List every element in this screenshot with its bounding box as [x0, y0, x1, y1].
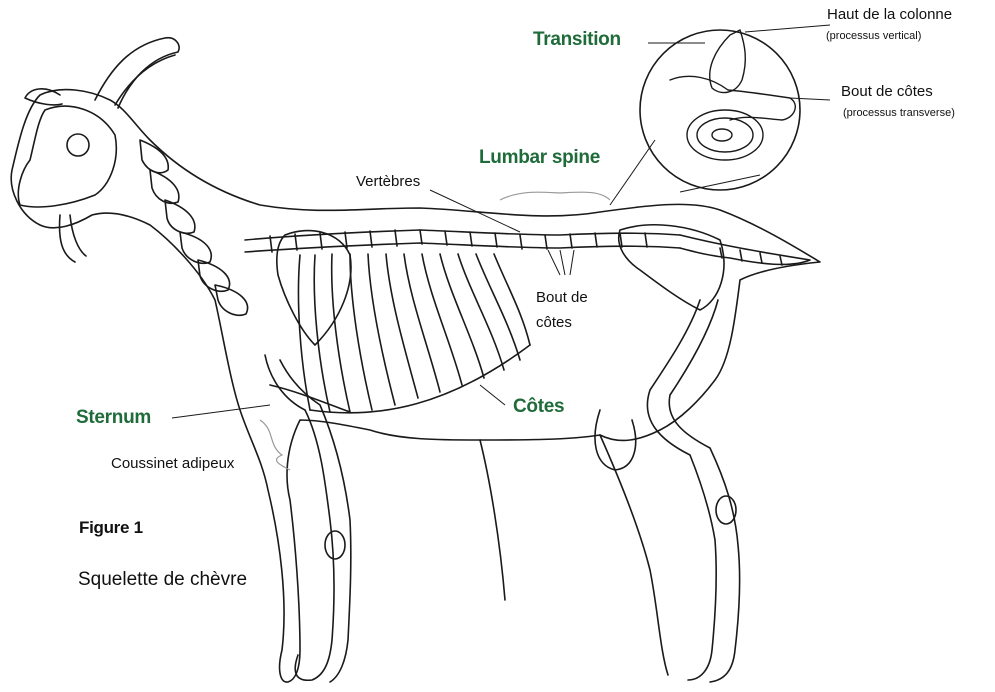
skull — [18, 106, 116, 207]
figure-number: Figure 1 — [79, 518, 143, 538]
label-bout-cotes-mid-1: Bout de — [536, 289, 588, 306]
label-processus-transverse: (processus transverse) — [843, 107, 955, 119]
leader-bout-mid-b — [560, 250, 565, 275]
figure-caption: Squelette de chèvre — [78, 567, 248, 592]
brace-coussinet — [260, 420, 290, 470]
label-processus-vertical: (processus vertical) — [826, 30, 921, 42]
leader-bout-mid-a — [548, 250, 560, 275]
label-transition: Transition — [533, 29, 621, 51]
label-bout-cotes-mid-2: côtes — [536, 314, 572, 331]
vertebra-detail-illustration — [670, 30, 795, 160]
leader-bout-mid-c — [570, 250, 574, 275]
neck-vertebrae — [140, 140, 248, 315]
leader-bout-top — [790, 98, 830, 100]
front-leg — [265, 355, 351, 682]
label-coussinet: Coussinet adipeux — [111, 455, 234, 472]
label-bout-cotes-top: Bout de côtes — [841, 83, 933, 100]
label-lumbar-spine: Lumbar spine — [479, 147, 600, 169]
leader-haut — [745, 25, 830, 32]
label-vertebres: Vertèbres — [356, 173, 420, 190]
brace-lumbar — [500, 192, 610, 200]
ribcage — [298, 254, 530, 413]
leader-vertebres — [430, 190, 520, 232]
beard — [60, 215, 86, 262]
leader-detail-1 — [610, 140, 655, 205]
label-haut-colonne: Haut de la colonne — [827, 6, 952, 23]
leader-sternum — [172, 405, 270, 418]
label-cotes: Côtes — [513, 396, 564, 418]
leader-cotes — [480, 385, 505, 405]
ear — [25, 89, 62, 105]
eye-socket — [67, 134, 89, 156]
tail — [680, 235, 810, 264]
spine — [245, 230, 680, 252]
pelvis — [619, 225, 724, 310]
label-sternum: Sternum — [76, 407, 151, 429]
horn — [95, 38, 179, 108]
horn — [115, 55, 175, 105]
